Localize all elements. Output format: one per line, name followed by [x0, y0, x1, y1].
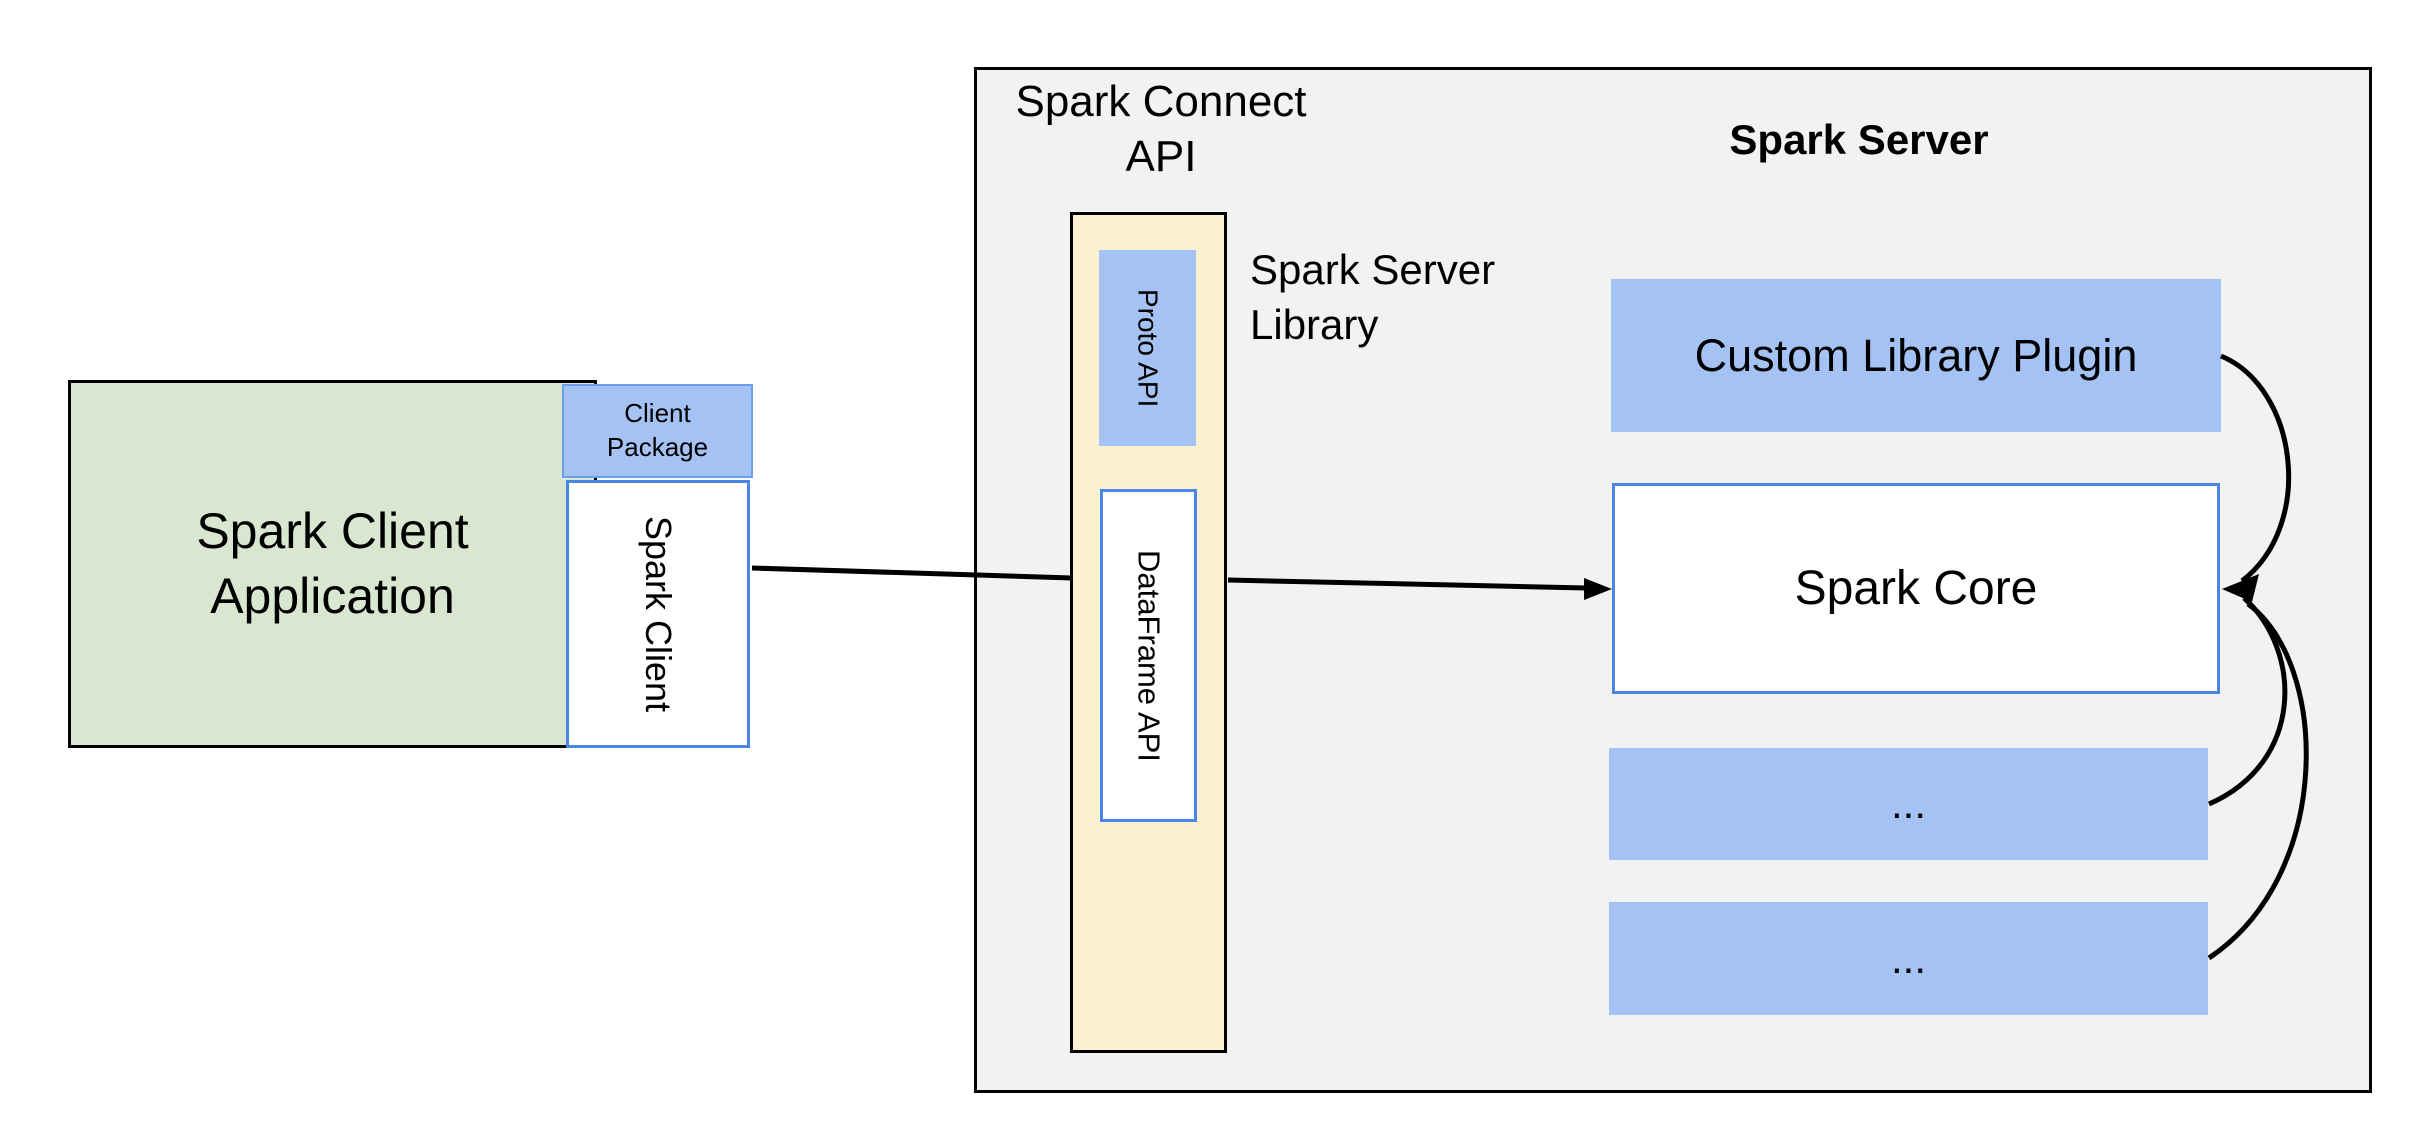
proto-api-box: Proto API: [1099, 250, 1196, 446]
spark-server-library-label-line2: Library: [1250, 300, 1379, 348]
custom-library-plugin-box: Custom Library Plugin: [1611, 279, 2221, 432]
client-package-label-line1: Client: [624, 398, 691, 429]
spark-connect-api-label-line2: API: [1125, 132, 1197, 181]
client-package-label-line2: Package: [606, 432, 709, 462]
spark-core-box: Spark Core: [1612, 483, 2220, 694]
spark-core-label: Spark Core: [1794, 562, 2038, 615]
proto-api-label: Proto API: [1132, 288, 1164, 408]
module-box-2: ...: [1609, 902, 2208, 1015]
module-ellipsis-2: ...: [1890, 934, 1926, 982]
spark-client-label: Spark Client: [638, 515, 679, 713]
dataframe-api-label: DataFrame API: [1131, 549, 1167, 762]
spark-connect-api-label: Spark Connect API: [961, 74, 1361, 184]
spark-server-library-label-line1: Spark Server: [1250, 246, 1496, 293]
module-box-1: ...: [1609, 748, 2208, 860]
spark-server-library-label: Spark Server Library: [1250, 243, 1650, 352]
spark-server-title: Spark Server: [1729, 116, 1989, 163]
spark-client-application-label-line1: Spark Client: [196, 503, 469, 559]
custom-library-plugin-label: Custom Library Plugin: [1694, 329, 2138, 381]
spark-client-application-box: Spark Client Application: [68, 380, 597, 748]
module-ellipsis-1: ...: [1890, 780, 1926, 827]
dataframe-api-box: DataFrame API: [1100, 489, 1197, 822]
spark-connect-api-label-line1: Spark Connect: [1015, 77, 1307, 126]
spark-client-application-label-line2: Application: [210, 568, 455, 624]
client-package-box: Client Package: [562, 384, 753, 478]
spark-client-box: Spark Client: [566, 480, 750, 748]
